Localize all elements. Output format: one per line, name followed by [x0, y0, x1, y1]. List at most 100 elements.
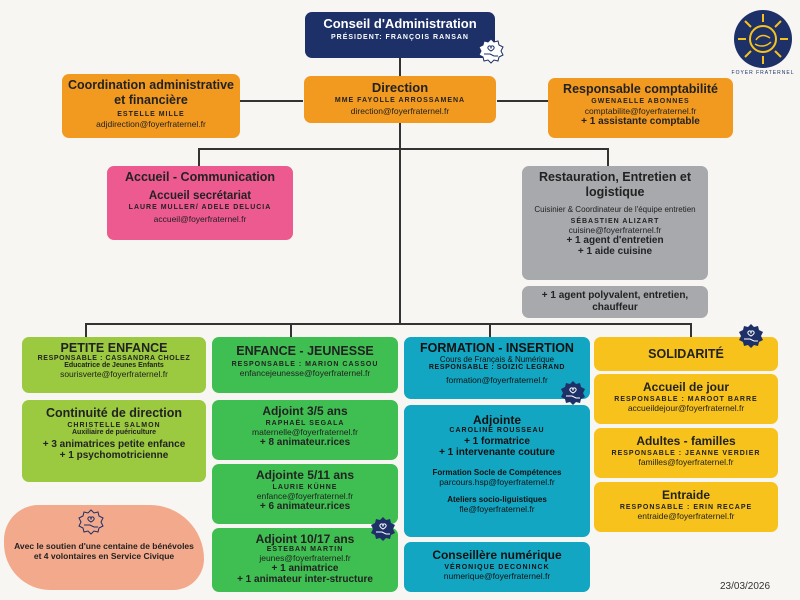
continuite-extra2: + 1 psychomotricienne: [59, 450, 169, 461]
adjointe-name: CAROLINE ROUSSEAU: [449, 427, 545, 434]
adj511-email[interactable]: enfance@foyerfraternel.fr: [256, 491, 354, 501]
adjointe-ateliers: Ateliers socio-liguistiques: [447, 495, 547, 504]
continuite-role: Auxiliaire de puériculture: [71, 429, 157, 436]
adj1017-title: Adjoint 10/17 ans: [255, 532, 355, 546]
adj35-title: Adjoint 3/5 ans: [262, 404, 348, 418]
petite-enfance-box: PETITE ENFANCE RESPONSABLE : CASSANDRA C…: [22, 337, 206, 393]
connector-line: [290, 323, 292, 337]
conseil-box: Conseil d'Administration PRÉSIDENT: FRAN…: [305, 12, 495, 58]
coordination-title: Coordination administrative et financièr…: [68, 78, 234, 107]
adjointe-extra1: + 1 formatrice: [464, 436, 530, 447]
volunteers-blob: [4, 505, 204, 590]
adjointe-title: Adjointe: [473, 413, 521, 427]
adj35-box: Adjoint 3/5 ans RAPHAËL SEGALA maternell…: [212, 400, 398, 460]
adj35-extra: + 8 animateur.rices: [259, 437, 351, 448]
logo-label: FOYER FRATERNEL: [731, 70, 795, 76]
continuite-name: CHRISTELLE SALMON: [67, 422, 161, 429]
restauration-email[interactable]: cuisine@foyerfraternel.fr: [568, 225, 662, 235]
formation-subtitle: Cours de Français & Numérique: [439, 355, 555, 364]
connector-line: [85, 323, 691, 325]
conseillere-email[interactable]: numerique@foyerfraternel.fr: [443, 571, 551, 581]
connector-line: [85, 323, 87, 337]
direction-name: MME FAYOLLE ARROSSAMENA: [334, 97, 466, 104]
accueil-title: Accueil - Communication: [124, 170, 276, 184]
adj511-name: LAURIE KÜHNE: [272, 484, 338, 491]
restauration-name: SÉBASTIEN ALIZART: [570, 218, 660, 225]
petite-enfance-resp: RESPONSABLE : CASSANDRA CHOLEZ: [37, 355, 191, 362]
connector-line: [198, 148, 608, 150]
adj511-title: Adjointe 5/11 ans: [255, 468, 355, 482]
adjointe-extra2: + 1 intervenante couture: [439, 447, 555, 458]
adultes-email[interactable]: familles@foyerfraternel.fr: [638, 457, 734, 467]
entraide-email[interactable]: entraide@foyerfraternel.fr: [637, 511, 735, 521]
accueil-box: Accueil - Communication Accueil secrétar…: [107, 166, 293, 240]
connector-line: [607, 148, 609, 166]
coordination-box: Coordination administrative et financièr…: [62, 74, 240, 138]
adj511-box: Adjointe 5/11 ans LAURIE KÜHNE enfance@f…: [212, 464, 398, 524]
hand-heart-icon: [561, 381, 585, 405]
adj1017-email[interactable]: jeunes@foyerfraternel.fr: [259, 553, 351, 563]
entraide-resp: RESPONSABLE : ERIN RECAPE: [619, 504, 753, 511]
sun-hands-icon: [738, 14, 788, 64]
comptable-email[interactable]: comptabilite@foyerfraternel.fr: [584, 106, 697, 116]
accueil-subtitle: Accueil secrétariat: [148, 190, 252, 202]
formation-resp: RESPONSABLE : SOIZIC LEGRAND: [428, 364, 566, 371]
adjointe-ateliers-email[interactable]: fle@foyerfraternel.fr: [459, 504, 535, 514]
accueil-jour-box: Accueil de jour RESPONSABLE : MAROOT BAR…: [594, 374, 778, 424]
formation-email[interactable]: formation@foyerfraternel.fr: [446, 375, 548, 385]
adj1017-name: ESTEBAN MARTIN: [266, 546, 344, 553]
solidarite-title: SOLIDARITÉ: [648, 347, 724, 361]
petite-enfance-email[interactable]: sourisverte@foyerfraternel.fr: [60, 369, 168, 379]
enfance-email[interactable]: enfancejeunesse@foyerfraternel.fr: [239, 368, 371, 378]
enfance-resp: RESPONSABLE : MARION CASSOU: [231, 361, 379, 368]
adjointe-box: Adjointe CAROLINE ROUSSEAU + 1 formatric…: [404, 405, 590, 537]
restauration-role: Cuisinier & Coordinateur de l'équipe ent…: [534, 205, 696, 214]
adjointe-fsc-email[interactable]: parcours.hsp@foyerfraternel.fr: [439, 477, 555, 487]
continuite-title: Continuité de direction: [45, 406, 183, 420]
comptable-name: GWENAELLE ABONNES: [591, 98, 690, 105]
continuite-box: Continuité de direction CHRISTELLE SALMO…: [22, 400, 206, 482]
restauration-box: Restauration, Entretien et logistique Cu…: [522, 166, 708, 280]
foyer-fraternel-logo: [734, 10, 792, 68]
petite-enfance-role: Educatrice de Jeunes Enfants: [64, 362, 164, 369]
adj1017-extra2: + 1 animateur inter-structure: [237, 574, 373, 585]
polyvalent-text: + 1 agent polyvalent, entretien, chauffe…: [541, 290, 689, 313]
accueil-email[interactable]: accueil@foyerfraternel.fr: [153, 214, 247, 224]
adjointe-fsc: Formation Socle de Compétences: [432, 468, 562, 477]
hand-heart-icon: [478, 38, 504, 64]
coordination-name: ESTELLE MILLE: [117, 111, 185, 118]
accueil-jour-email[interactable]: accueildejour@foyerfraternel.fr: [627, 403, 745, 413]
adultes-title: Adultes - familles: [636, 434, 736, 448]
adj511-extra: + 6 animateur.rices: [259, 501, 351, 512]
conseil-president: PRÉSIDENT: FRANÇOIS RANSAN: [330, 34, 469, 41]
connector-line: [399, 58, 401, 324]
accueil-names: LAURE MULLER/ ADELE DELUCIA: [128, 204, 272, 211]
formation-box: FORMATION - INSERTION Cours de Français …: [404, 337, 590, 399]
connector-line: [497, 100, 549, 102]
connector-line: [239, 100, 303, 102]
adj1017-box: Adjoint 10/17 ans ESTEBAN MARTIN jeunes@…: [212, 528, 398, 592]
direction-email[interactable]: direction@foyerfraternel.fr: [350, 106, 450, 116]
restauration-title: Restauration, Entretien et logistique: [538, 170, 692, 199]
accueil-jour-title: Accueil de jour: [642, 380, 730, 394]
entraide-box: Entraide RESPONSABLE : ERIN RECAPE entra…: [594, 482, 778, 532]
entraide-title: Entraide: [661, 488, 710, 502]
direction-title: Direction: [371, 80, 429, 95]
comptable-extra: + 1 assistante comptable: [581, 116, 700, 127]
comptable-title: Responsable comptabilité: [563, 82, 718, 96]
restauration-extra2: + 1 aide cuisine: [577, 246, 653, 257]
connector-line: [198, 148, 200, 166]
adj35-email[interactable]: maternelle@foyerfraternel.fr: [252, 427, 358, 437]
adj35-name: RAPHAËL SEGALA: [265, 420, 345, 427]
polyvalent-box: + 1 agent polyvalent, entretien, chauffe…: [522, 286, 708, 318]
hand-heart-icon: [78, 509, 104, 535]
hand-heart-icon: [371, 517, 395, 541]
coordination-email[interactable]: adjdirection@foyerfraternel.fr: [96, 119, 206, 129]
hand-heart-icon: [739, 324, 763, 348]
connector-line: [489, 323, 491, 337]
adultes-box: Adultes - familles RESPONSABLE : JEANNE …: [594, 428, 778, 478]
document-date: 23/03/2026: [720, 581, 771, 592]
formation-title: FORMATION - INSERTION: [420, 341, 574, 355]
enfance-box: ENFANCE - JEUNESSE RESPONSABLE : MARION …: [212, 337, 398, 393]
restauration-extra1: + 1 agent d'entretien: [566, 235, 664, 246]
